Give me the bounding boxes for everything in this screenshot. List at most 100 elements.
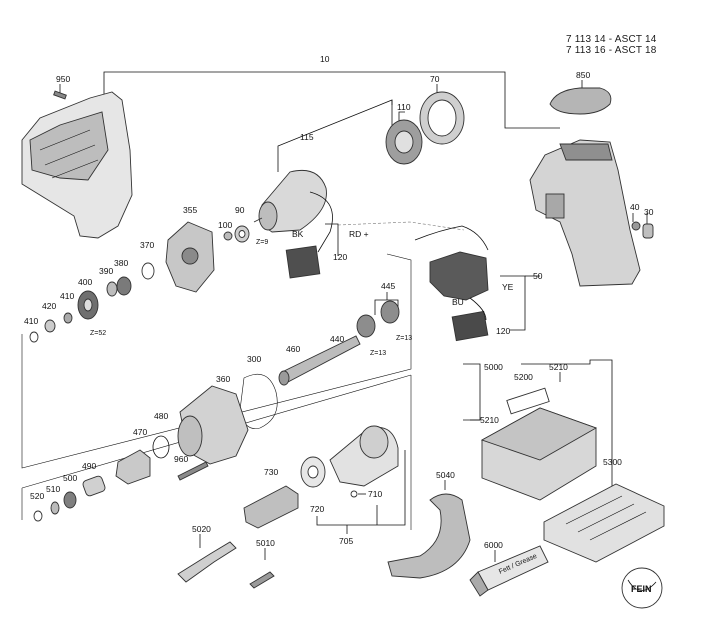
model-line-1: 7 113 14 - ASCT 14 (566, 34, 657, 45)
label-100: 100 (218, 220, 232, 230)
part-labels: 10 950 70 110 115 850 40 30 355 100 90 3… (24, 54, 654, 550)
label-480: 480 (154, 411, 168, 421)
part-445-gears (356, 300, 400, 338)
part-850-slider (549, 87, 612, 115)
note-z9: Z=9 (256, 239, 268, 246)
label-300: 300 (247, 354, 261, 364)
label-120-motor: 120 (333, 252, 347, 262)
part-360-gear-housing (177, 385, 249, 465)
part-500-510-520 (33, 491, 77, 522)
leader-5000-left (463, 363, 481, 421)
part-370-washer (141, 262, 155, 280)
label-850: 850 (576, 70, 590, 80)
part-50-electronics (414, 225, 489, 342)
label-10: 10 (320, 54, 330, 64)
label-5010: 5010 (256, 538, 275, 548)
part-115-motor (253, 169, 333, 279)
label-490: 490 (82, 461, 96, 471)
label-5200: 5200 (514, 372, 533, 382)
label-390: 390 (99, 266, 113, 276)
label-40: 40 (630, 202, 640, 212)
part-300-gasket (239, 374, 278, 429)
part-100-90-bearings (223, 225, 250, 243)
label-410-lower: 410 (24, 316, 38, 326)
part-110-clutch (385, 119, 423, 165)
part-5010-bit (249, 571, 275, 589)
note-z13-left: Z=13 (370, 350, 386, 357)
label-355: 355 (183, 205, 197, 215)
wire-bu: BU (452, 297, 464, 307)
leader-120a (325, 223, 339, 256)
label-420: 420 (42, 301, 56, 311)
label-5040: 5040 (436, 470, 455, 480)
label-705: 705 (339, 536, 353, 546)
label-510: 510 (46, 484, 60, 494)
part-70-ring (419, 91, 465, 145)
part-470-coupling (115, 449, 151, 485)
part-5000-case (480, 387, 598, 501)
label-6000: 6000 (484, 540, 503, 550)
model-line-2: 7 113 16 - ASCT 18 (566, 45, 657, 56)
part-housing-right (529, 139, 654, 287)
part-480-oring (152, 435, 170, 459)
label-960: 960 (174, 454, 188, 464)
part-730-adapter (243, 485, 299, 529)
label-30: 30 (644, 207, 654, 217)
note-z52: Z=52 (90, 330, 106, 337)
part-410-420-small (29, 312, 73, 343)
label-380: 380 (114, 258, 128, 268)
label-440: 440 (330, 334, 344, 344)
label-50: 50 (533, 271, 543, 281)
leader-50 (500, 275, 526, 331)
label-445: 445 (381, 281, 395, 291)
leader-10 (103, 71, 560, 129)
part-950-screw (53, 90, 67, 100)
part-housing-half-left (21, 91, 133, 239)
wire-bk: BK (292, 229, 304, 239)
label-5210-top: 5210 (549, 362, 568, 372)
label-370: 370 (140, 240, 154, 250)
label-470: 470 (133, 427, 147, 437)
part-720-washer (300, 456, 326, 488)
label-730: 730 (264, 467, 278, 477)
label-70: 70 (430, 74, 440, 84)
label-115: 115 (300, 132, 314, 142)
part-960-screw (177, 461, 209, 481)
gear-section-frame (21, 253, 412, 469)
label-950: 950 (56, 74, 70, 84)
label-500: 500 (63, 473, 77, 483)
label-400: 400 (78, 277, 92, 287)
label-360: 360 (216, 374, 230, 384)
wire-ye: YE (502, 282, 514, 292)
fein-logo (621, 567, 663, 609)
part-440-spindle (278, 335, 361, 386)
leader-5000-top (521, 359, 613, 460)
label-720: 720 (310, 504, 324, 514)
part-5300-insert (543, 483, 665, 563)
label-520: 520 (30, 491, 44, 501)
label-110: 110 (397, 102, 411, 112)
part-6000-grease-tube (469, 545, 549, 597)
label-5300: 5300 (603, 457, 622, 467)
leader-705-left (316, 450, 406, 526)
label-5000: 5000 (484, 362, 503, 372)
label-5020: 5020 (192, 524, 211, 534)
logo-text: FEIN (631, 584, 652, 594)
part-490-sleeve (82, 475, 106, 497)
wire-link-dashed (337, 221, 465, 231)
note-z13-right: Z=13 (396, 335, 412, 342)
label-5210-left: 5210 (480, 415, 499, 425)
label-710: 710 (368, 489, 382, 499)
part-5040-belt-clip (387, 493, 471, 579)
part-705-depth-stop (329, 425, 399, 498)
part-355-gearbox (165, 221, 215, 293)
part-5020-bit-holder (177, 541, 237, 583)
wire-rd: RD + (349, 229, 369, 239)
label-120-electronics: 120 (496, 326, 510, 336)
part-380-390-gears (106, 276, 132, 297)
leader-lines (59, 71, 648, 562)
leader-115 (277, 99, 393, 172)
label-90: 90 (235, 205, 245, 215)
